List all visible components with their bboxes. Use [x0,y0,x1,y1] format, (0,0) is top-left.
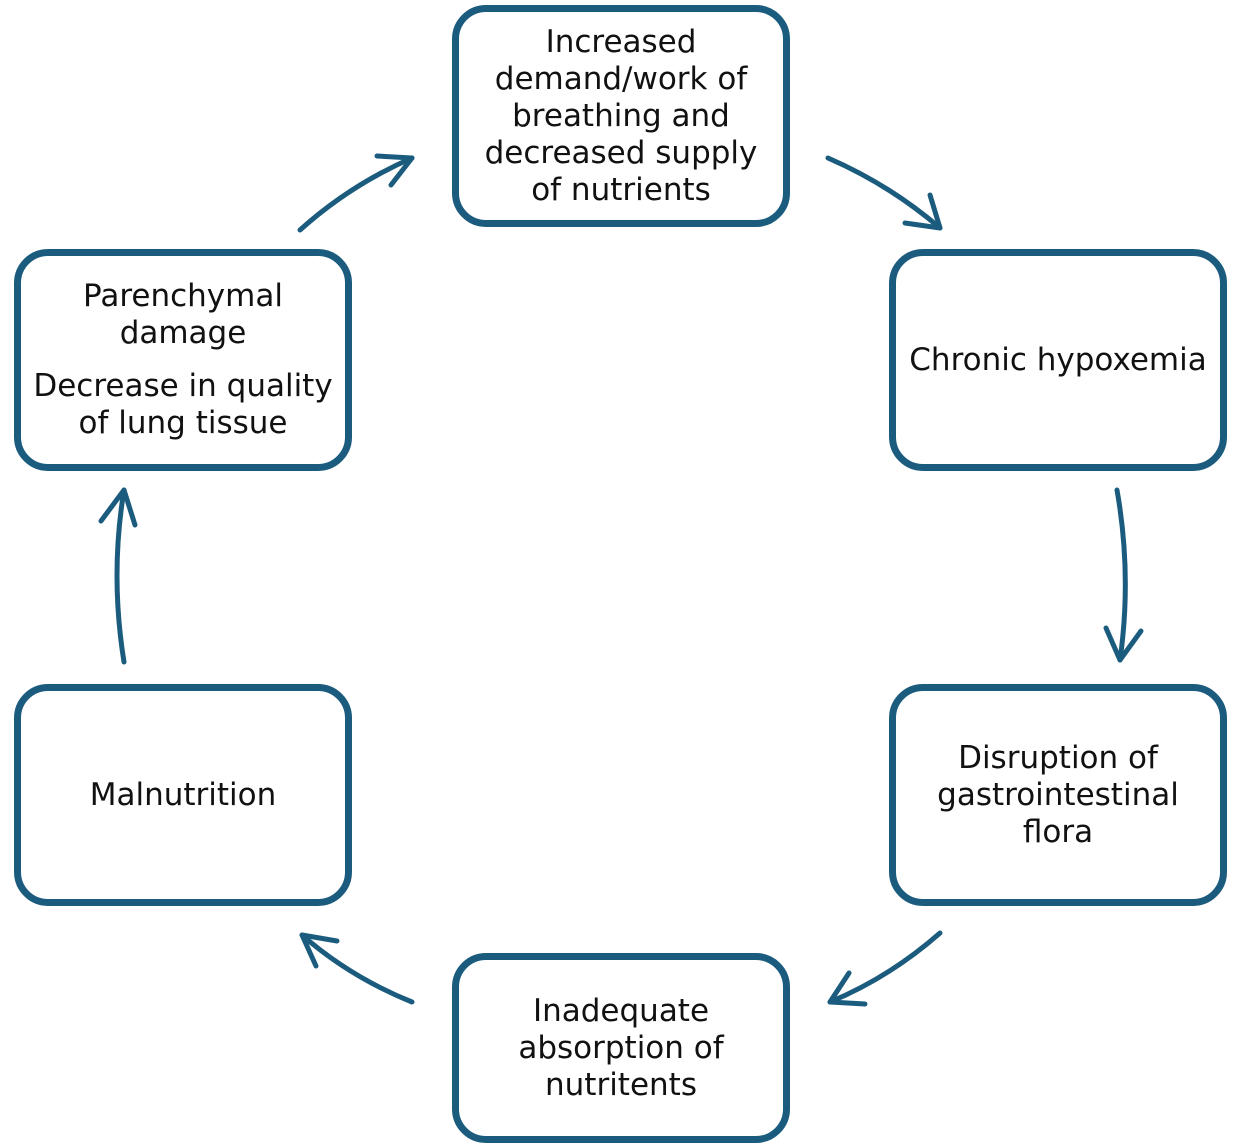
arrow-right-to-right2-head [1103,625,1144,663]
node-text-line: gastrointestinal [937,776,1179,813]
node-text-line: absorption of [518,1029,724,1066]
arrow-right-to-right2-shaft [1114,487,1128,663]
node-text-line: Malnutrition [89,776,277,813]
node-text-line: Chronic hypoxemia [909,341,1207,378]
arrow-bottom-to-left2 [299,932,415,1005]
node-text-line: damage [119,315,247,351]
node-disruption-gi-flora: Disruption of gastrointestinal flora [889,684,1227,906]
node-chronic-hypoxemia: Chronic hypoxemia [889,249,1227,471]
node-text-line: breathing and [512,97,730,134]
arrow-right2-to-bottom-shaft [827,930,943,1005]
arrow-left2-to-left-head [98,487,138,528]
node-parenchymal-damage: Parenchymal damage Decrease in quality o… [14,249,352,471]
node-increased-demand: Increased demand/work of breathing and d… [452,5,790,227]
node-text-line: demand/work of [494,60,748,97]
arrow-left-to-top-head [374,153,415,188]
node-inadequate-absorption: Inadequate absorption of nutritents [452,953,790,1143]
node-malnutrition: Malnutrition [14,684,352,906]
node-text-line: Disruption of [958,739,1158,776]
node-text-line: of nutrients [531,171,711,208]
arrow-left-to-top-shaft [297,155,415,233]
arrow-top-to-right-head [902,192,943,231]
node-text-line: of lung tissue [78,405,288,441]
arrow-right2-to-bottom-head [827,970,868,1007]
arrow-left2-to-left-shaft [114,487,127,665]
node-text-line: Decrease in quality [33,368,333,404]
node-text-line: decreased supply [484,134,758,171]
arrow-bottom-to-left2-head [299,932,340,969]
arrow-top-to-right [825,155,943,231]
node-text-line: Increased [545,23,697,60]
node-text-line: nutritents [545,1066,697,1103]
arrow-bottom-to-left2-shaft [299,932,415,1005]
arrow-right-to-right2 [1103,487,1144,663]
arrow-left-to-top [297,153,415,233]
arrow-top-to-right-shaft [825,155,943,231]
node-text-line: Inadequate [532,992,710,1029]
arrow-right2-to-bottom [827,930,943,1007]
node-text-line: flora [1022,813,1094,850]
node-text-line: Parenchymal [83,278,283,314]
arrow-left2-to-left [98,487,138,665]
